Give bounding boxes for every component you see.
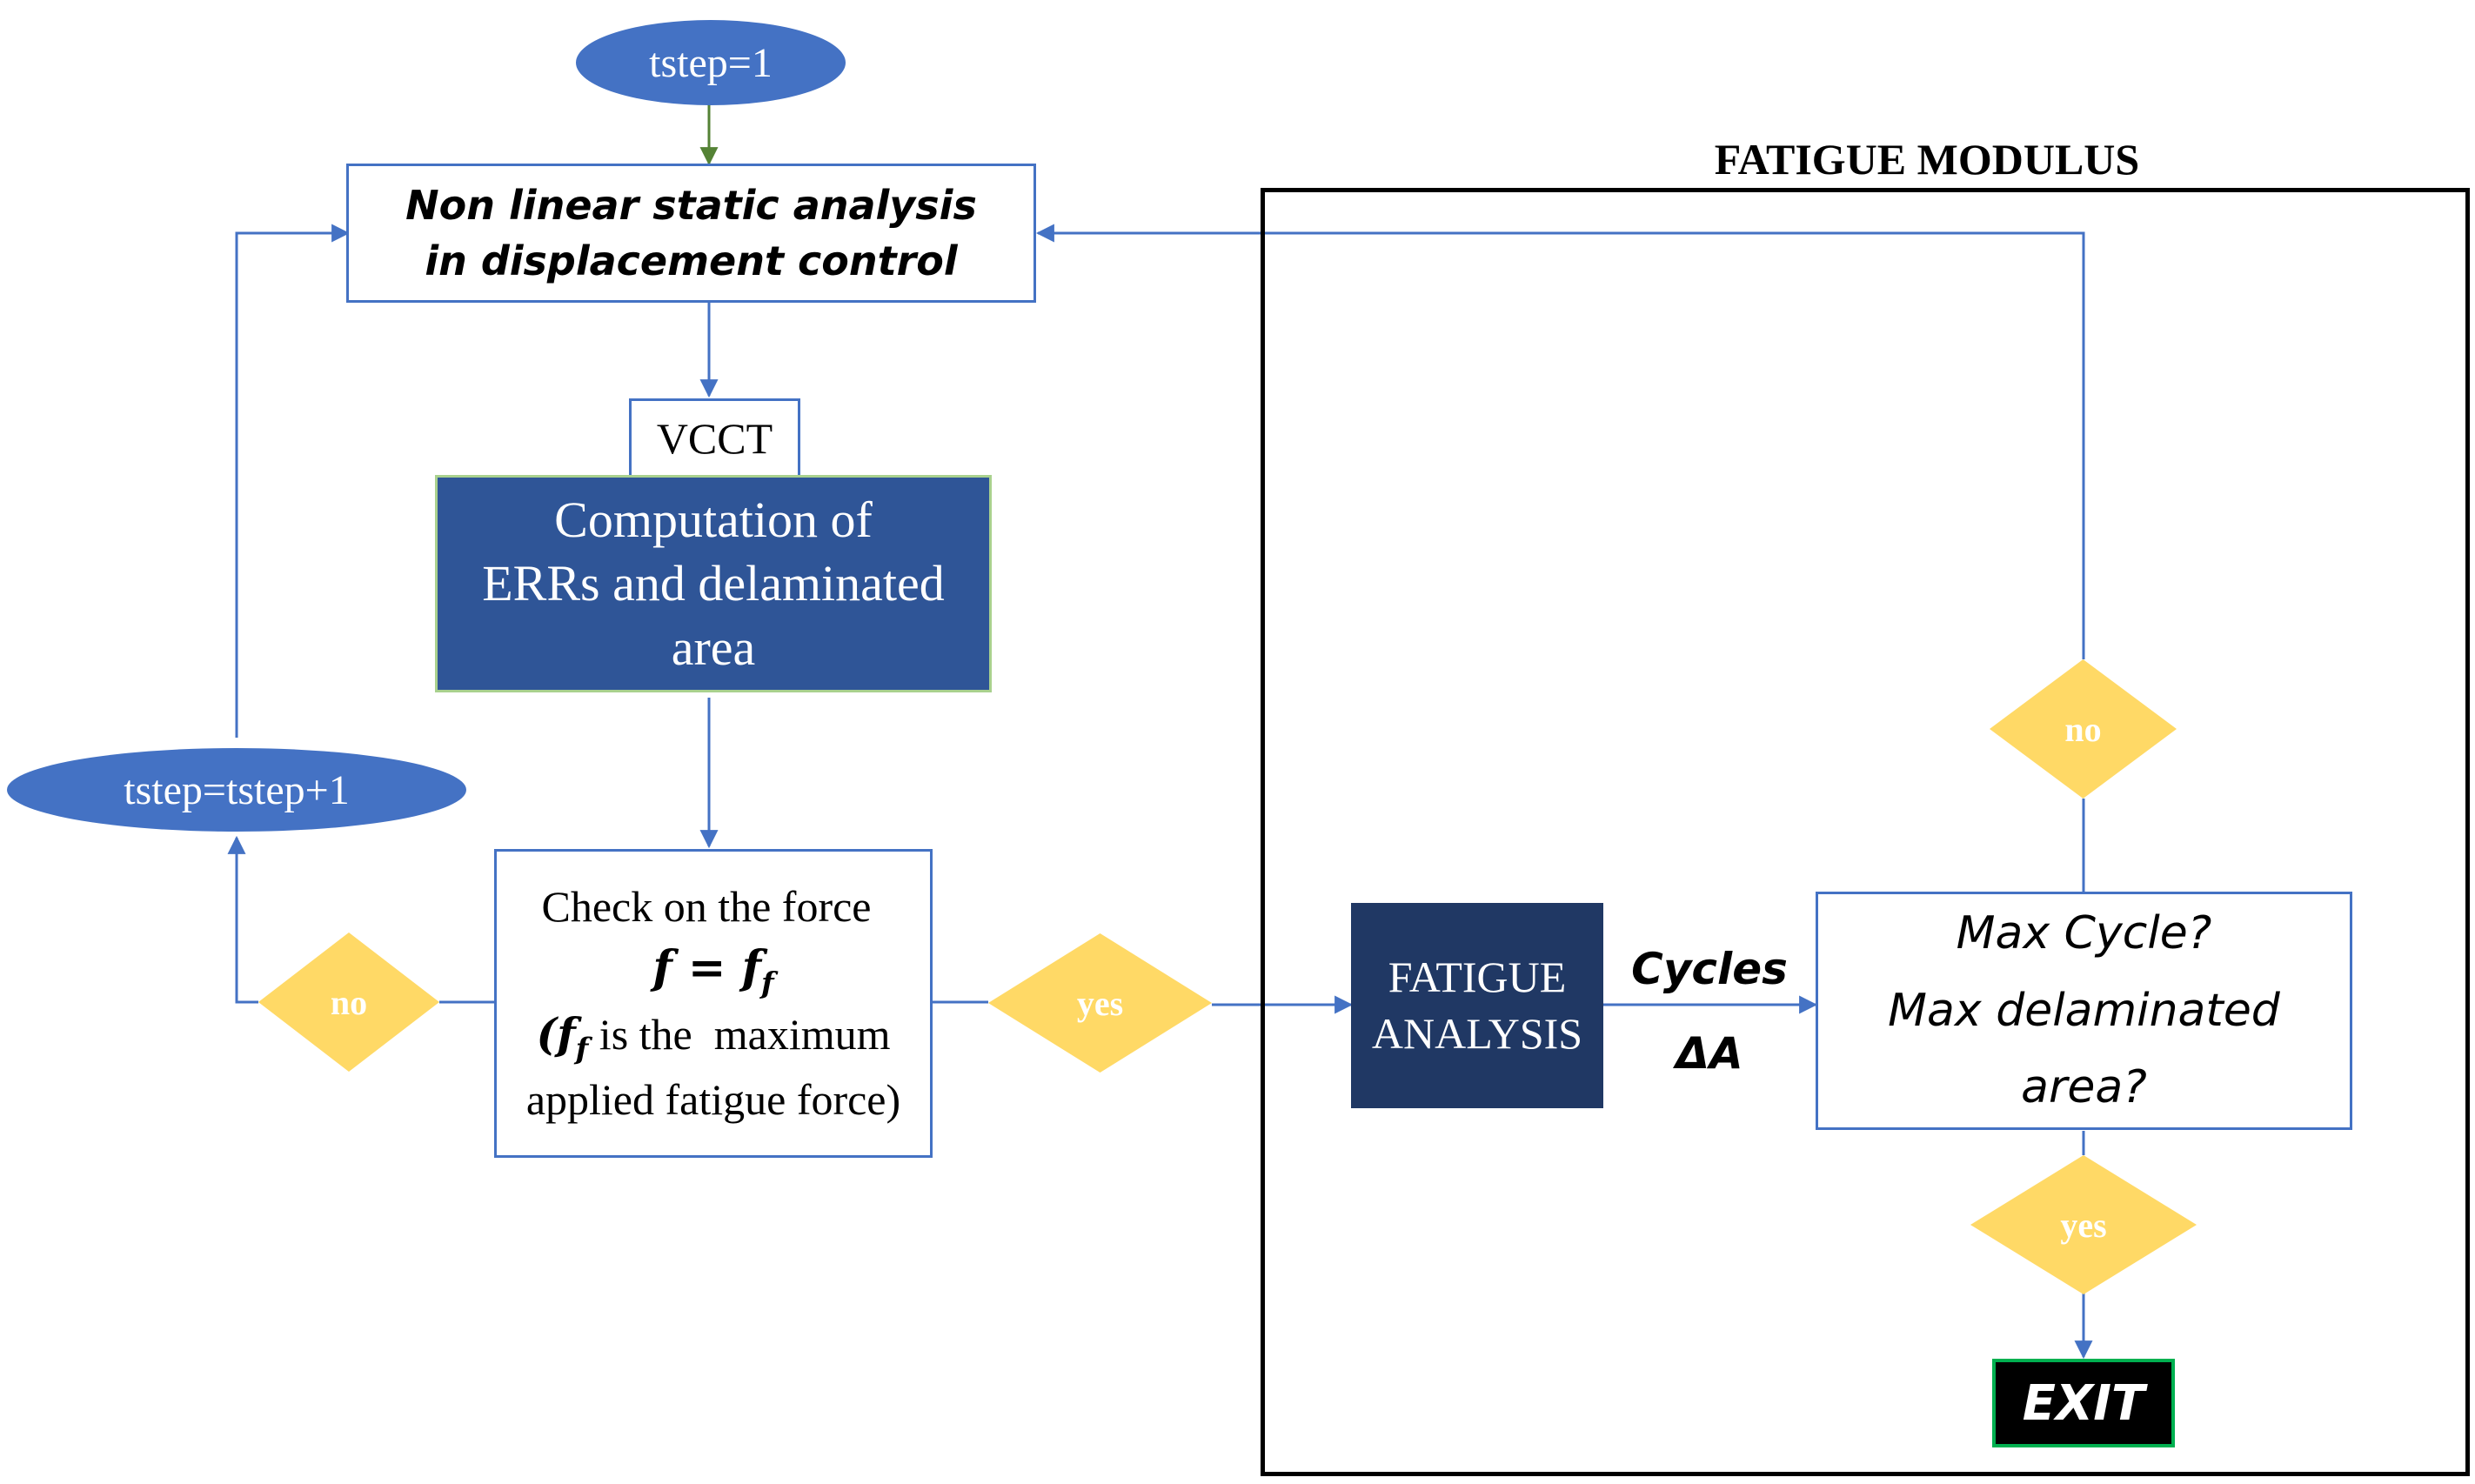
fatigue-analysis-line2: ANALYSIS [1371, 1009, 1583, 1058]
computation-line3: area [671, 618, 756, 676]
force-check-box: Check on the force f = ff (ff is the max… [494, 849, 933, 1158]
force-check-line3: (ff is the maximum [536, 1004, 890, 1070]
max-check-no-decision: no [1990, 659, 2177, 799]
max-area-question: Max delaminated area? [1888, 984, 2280, 1114]
vcct-label: VCCT [656, 414, 773, 463]
arrow-increment-to-analysis [235, 224, 351, 738]
fatigue-analysis-line1: FATIGUE [1388, 953, 1567, 1001]
vcct-box: VCCT [629, 398, 800, 478]
static-analysis-box: Non linear static analysis in displaceme… [346, 164, 1036, 303]
fatigue-modulus-frame [1261, 188, 2470, 1476]
static-analysis-line1: Non linear static analysis [405, 181, 977, 229]
force-formula-main: f = f [652, 940, 761, 994]
exit-box: EXIT [1992, 1359, 2175, 1447]
force-formula-sub: f [760, 966, 774, 1001]
start-label: tstep=1 [649, 39, 773, 86]
max-check-yes-decision: yes [1970, 1155, 2197, 1294]
arrow-no-to-increment [227, 835, 258, 1004]
force-formula: f = ff [652, 937, 773, 1004]
computation-line2: ERRs and delaminated [482, 555, 945, 612]
decision-label: yes [2060, 1205, 2107, 1245]
delta-area-label: ΔA [1676, 1028, 1743, 1079]
static-analysis-line2: in displacement control [425, 237, 958, 284]
decision-label: no [2064, 709, 2102, 749]
computation-line1: Computation of [554, 491, 873, 548]
start-node: tstep=1 [576, 20, 846, 105]
max-check-box: Max Cycle? Max delaminated area? [1816, 892, 2352, 1130]
force-check-line3-sub: f [575, 1032, 589, 1067]
decision-label: no [330, 982, 368, 1022]
force-check-line3-rest: is the maximum [588, 1010, 891, 1060]
max-cycle-question: Max Cycle? [1956, 907, 2212, 960]
fatigue-analysis-box: FATIGUE ANALYSIS [1351, 903, 1603, 1108]
force-check-line4: applied fatigue force) [525, 1075, 901, 1125]
increment-label: tstep=tstep+1 [124, 766, 350, 813]
force-check-line1: Check on the force [541, 881, 872, 931]
computation-box: Computation of ERRs and delaminated area [435, 475, 992, 692]
cycles-label: Cycles [1631, 944, 1788, 994]
increment-node: tstep=tstep+1 [7, 748, 466, 832]
force-check-no-decision: no [258, 933, 439, 1072]
force-check-line3-open: (f [536, 1008, 576, 1060]
fatigue-modulus-title: FATIGUE MODULUS [1714, 135, 2140, 184]
arrow-no-to-analysis [1035, 224, 2085, 659]
decision-label: yes [1076, 983, 1124, 1023]
force-check-yes-decision: yes [988, 933, 1212, 1073]
exit-label: EXIT [2022, 1374, 2145, 1432]
